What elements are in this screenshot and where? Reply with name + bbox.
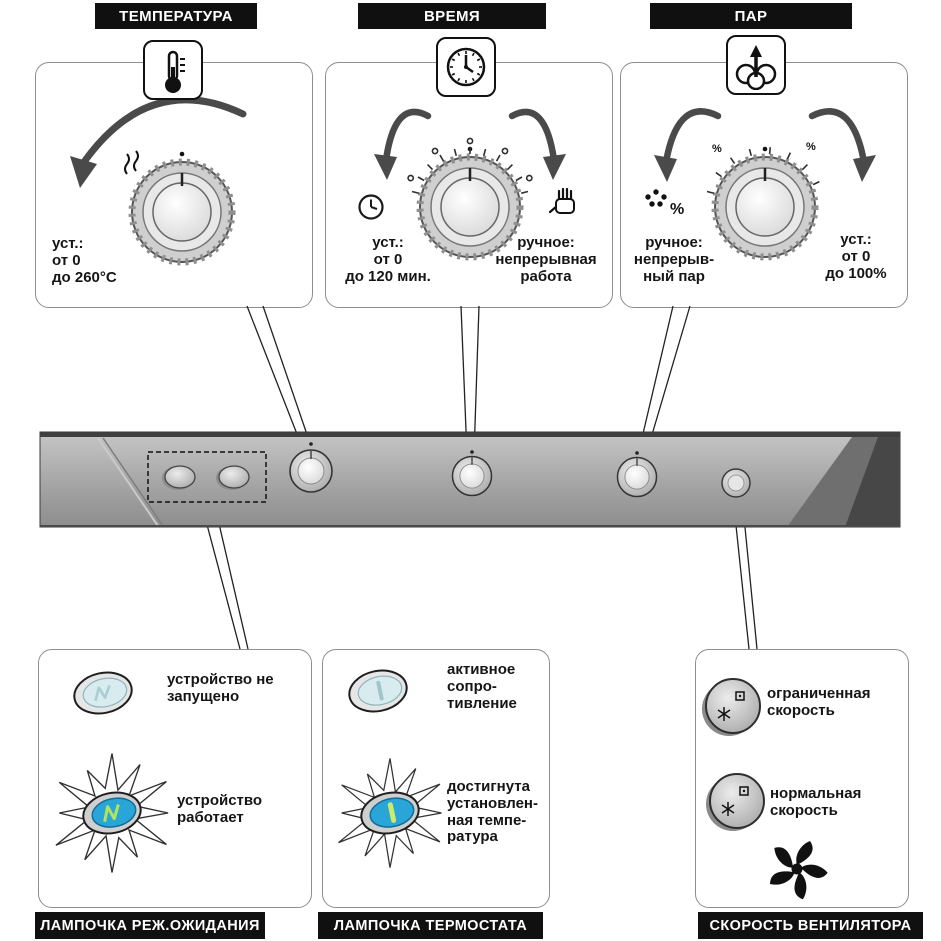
label-standby-lamp: ЛАМПОЧКА РЕЖ.ОЖИДАНИЯ	[35, 912, 265, 939]
clock-glyph	[446, 47, 486, 87]
standby-lamp	[162, 465, 196, 490]
steam-icon	[726, 35, 786, 95]
thermometer-glyph	[165, 50, 185, 93]
panel-steam-knob	[616, 456, 658, 498]
time-range-text: уст.: от 0 до 120 мин.	[345, 234, 431, 285]
temperature-range-text: уст.: от 0 до 260°C	[52, 235, 117, 286]
header-temperature: ТЕМПЕРАТУРА	[95, 3, 257, 29]
thermostat-off-text: активное сопро- тивление	[447, 661, 517, 712]
clock-icon	[436, 37, 496, 97]
panel-body	[39, 431, 901, 528]
panel-temperature-knob	[289, 449, 333, 493]
thermometer-icon	[143, 40, 203, 100]
header-time: ВРЕМЯ	[358, 3, 546, 29]
fan-normal-text: нормальная скорость	[770, 785, 862, 819]
steam-manual-text: ручное: непрерыв- ный пар	[633, 234, 715, 285]
thermostat-lamp	[216, 465, 250, 490]
indicator-lamps-outline	[147, 451, 267, 503]
panel-fan-speed-button	[721, 468, 751, 498]
label-thermostat-lamp: ЛАМПОЧКА ТЕРМОСТАТА	[318, 912, 543, 939]
steam-range-text: уст.: от 0 до 100%	[825, 231, 887, 282]
standby-off-text: устройство не запущено	[167, 671, 274, 705]
time-manual-text: ручное: непрерывная работа	[495, 234, 597, 285]
panel-time-knob	[451, 455, 493, 497]
standby-on-text: устройство работает	[177, 792, 263, 826]
thermostat-on-text: достигнута установлен- ная темпе- ратура	[447, 778, 538, 846]
connector-lines	[200, 305, 758, 650]
panel-shadow-right	[787, 437, 900, 527]
label-fan-speed: СКОРОСТЬ ВЕНТИЛЯТОРА	[698, 912, 923, 939]
control-panel	[39, 431, 901, 528]
fan-limited-text: ограниченная скорость	[767, 685, 871, 719]
header-steam: ПАР	[650, 3, 852, 29]
steam-glyph	[735, 45, 777, 90]
